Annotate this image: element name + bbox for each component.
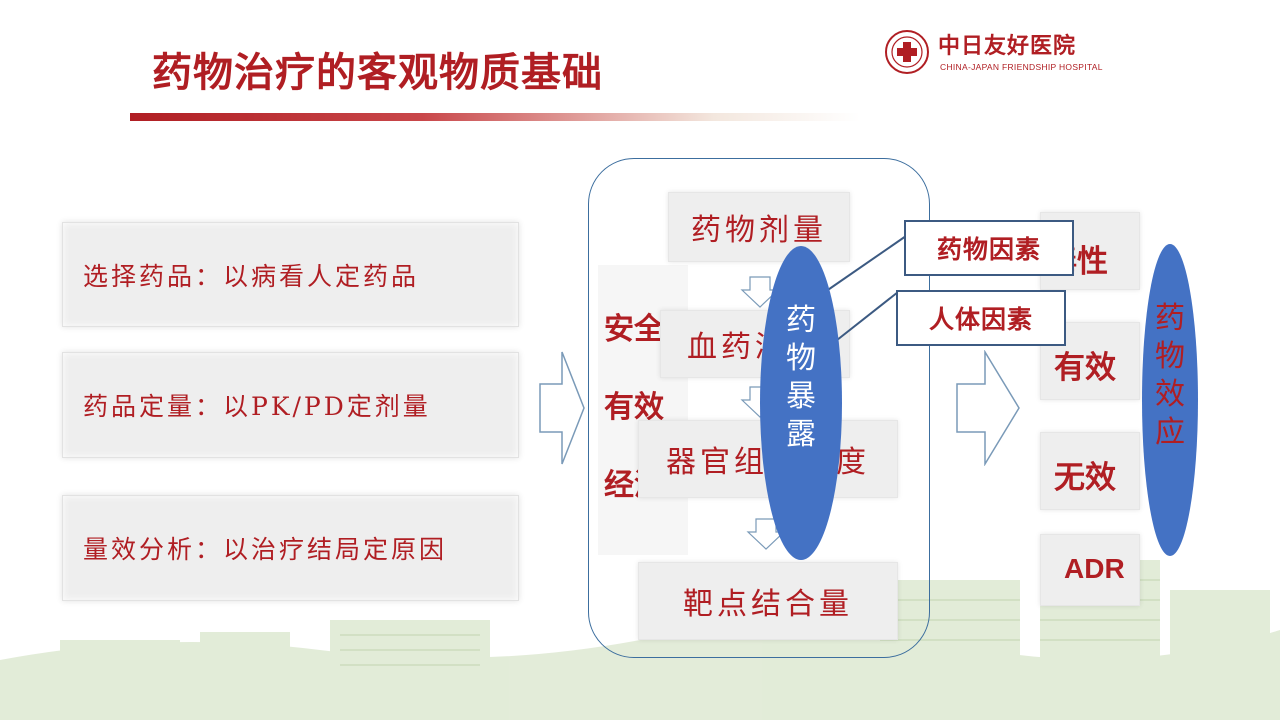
drug-effect-label: 药物效应 (1155, 301, 1185, 450)
factor-tag-drug: 药物因素 (904, 220, 1074, 276)
hospital-logo: 中日友好医院 CHINA-JAPAN FRIENDSHIP HOSPITAL (884, 26, 1114, 80)
effect-box-ineffective (1040, 432, 1140, 510)
left-box-label: 量效分析：以治疗结局定原因 (83, 535, 448, 564)
drug-effect-ellipse (1142, 244, 1198, 556)
left-box-select-drug: 选择药品：以病看人定药品 (62, 222, 519, 327)
effect-adr: ADR (1064, 553, 1125, 584)
goal-effective: 有效 (604, 390, 664, 425)
hospital-emblem-icon (885, 30, 929, 74)
right-arrow-icon (956, 350, 1020, 466)
drug-exposure-ellipse (760, 246, 842, 560)
down-arrow-icon (740, 276, 780, 308)
process-frame (588, 158, 930, 658)
logo-chinese-name: 中日友好医院 (938, 33, 1077, 59)
page-title: 药物治疗的客观物质基础 (152, 50, 603, 96)
logo-english-name: CHINA-JAPAN FRIENDSHIP HOSPITAL (940, 62, 1103, 72)
left-box-dose-quantification: 药品定量：以PK/PD定剂量 (62, 352, 519, 458)
effect-ineffective: 无效 (1054, 460, 1116, 496)
drug-exposure-label: 药物暴露 (786, 303, 816, 452)
left-box-label: 药品定量：以PK/PD定剂量 (83, 392, 431, 421)
right-arrow-icon (539, 351, 585, 465)
effect-box-adr (1040, 534, 1140, 606)
left-box-label: 选择药品：以病看人定药品 (83, 261, 420, 291)
step-target-binding: 靶点结合量 (638, 562, 898, 640)
left-box-dose-effect-analysis: 量效分析：以治疗结局定原因 (62, 495, 519, 601)
step-drug-dose: 药物剂量 (668, 192, 850, 262)
effect-effective: 有效 (1054, 350, 1116, 386)
factor-tag-human: 人体因素 (896, 290, 1066, 346)
goal-safe: 安全 (604, 312, 664, 347)
title-underline (130, 113, 860, 121)
